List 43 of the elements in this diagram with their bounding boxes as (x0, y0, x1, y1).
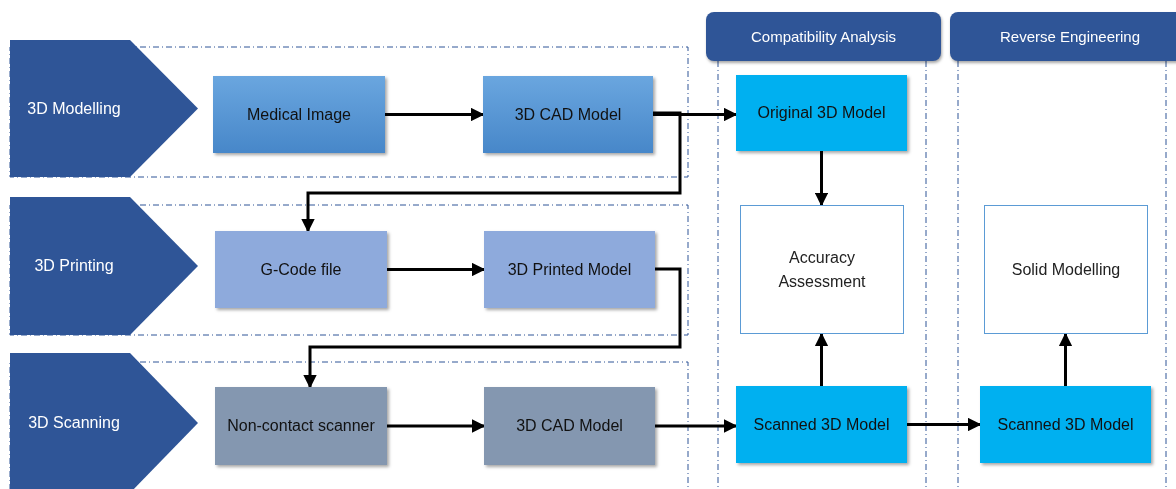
arrow (385, 107, 485, 122)
box-label: 3D Printed Model (507, 259, 632, 280)
box-label: Reverse Engineering (999, 26, 1141, 47)
arrow (387, 262, 486, 277)
box-label: Compatibility Analysis (750, 26, 897, 47)
stage-label-tab (10, 40, 198, 177)
box-label: Original 3D Model (757, 103, 886, 124)
box-label: Accuracy Assessment (777, 248, 867, 292)
process-box (484, 387, 655, 465)
arrow (814, 332, 829, 386)
box-label: Scanned 3D Model (997, 414, 1134, 435)
stage-label-tab (10, 353, 198, 489)
stage-label-tab (10, 197, 198, 335)
process-box (215, 387, 387, 465)
box-label: 3D CAD Model (516, 416, 623, 437)
arrow (387, 419, 486, 433)
box-label: Solid Modelling (1011, 259, 1121, 280)
process-box (215, 231, 387, 308)
arrow (301, 111, 682, 233)
box-label: Scanned 3D Model (753, 414, 890, 435)
box-label: 3D Modelling (27, 98, 121, 119)
process-box (483, 76, 653, 153)
process-box (736, 386, 907, 463)
arrow (655, 419, 738, 433)
arrow (303, 267, 682, 389)
arrow (1058, 332, 1073, 386)
arrow (814, 151, 829, 207)
box-label: 3D Printing (34, 256, 114, 277)
box-label: Medical Image (246, 104, 351, 125)
box-label: 3D Scanning (28, 413, 120, 434)
process-box (484, 231, 655, 308)
process-box (736, 75, 907, 151)
box-label: 3D CAD Model (514, 104, 622, 125)
process-box (740, 205, 904, 334)
lane-header (706, 12, 941, 61)
box-label: G-Code file (260, 259, 342, 280)
arrow (907, 417, 982, 432)
lane-header (950, 12, 1176, 61)
arrow (653, 107, 738, 122)
process-box (984, 205, 1148, 334)
box-label: Non-contact scanner (227, 416, 375, 437)
process-box (213, 76, 385, 153)
process-box (980, 386, 1151, 463)
